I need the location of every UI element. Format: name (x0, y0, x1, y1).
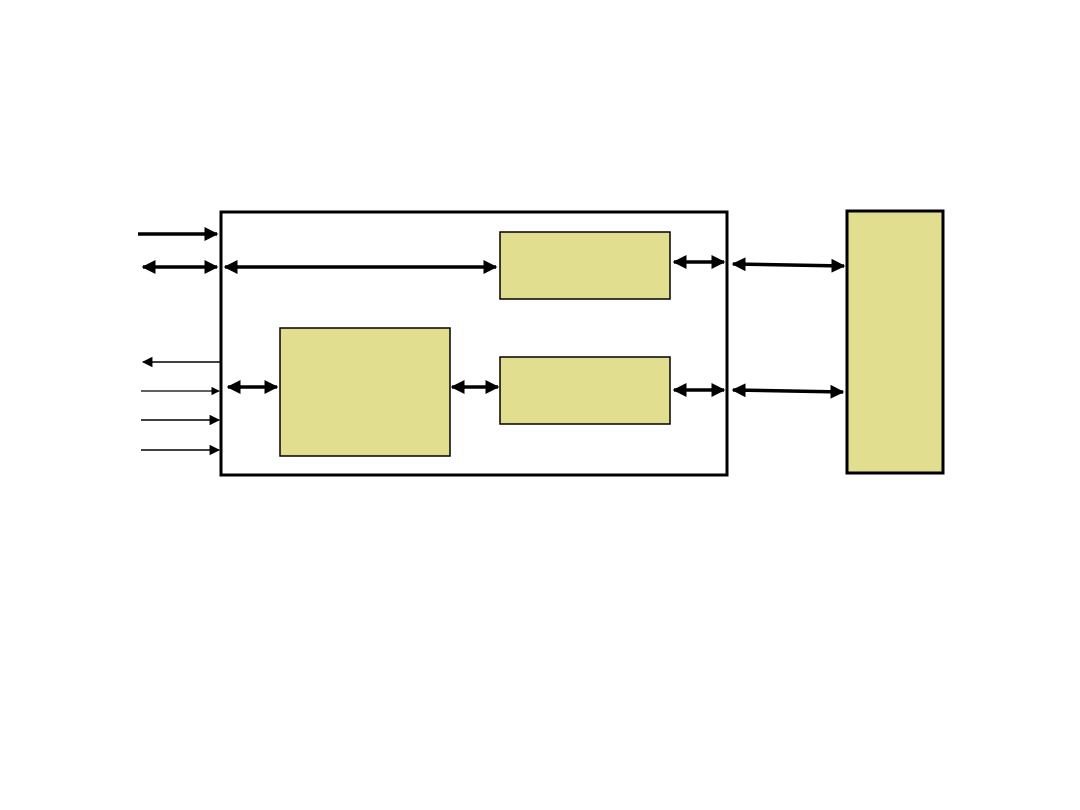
top-right-inner-block (499, 231, 671, 300)
left-inner-block (279, 327, 451, 457)
external-block (845, 209, 945, 475)
outer-frame (219, 210, 729, 477)
bottom-right-inner-block (499, 356, 671, 425)
edge-to-external-upper-arrow (731, 257, 846, 273)
edge-to-external-lower-arrow (731, 383, 845, 399)
